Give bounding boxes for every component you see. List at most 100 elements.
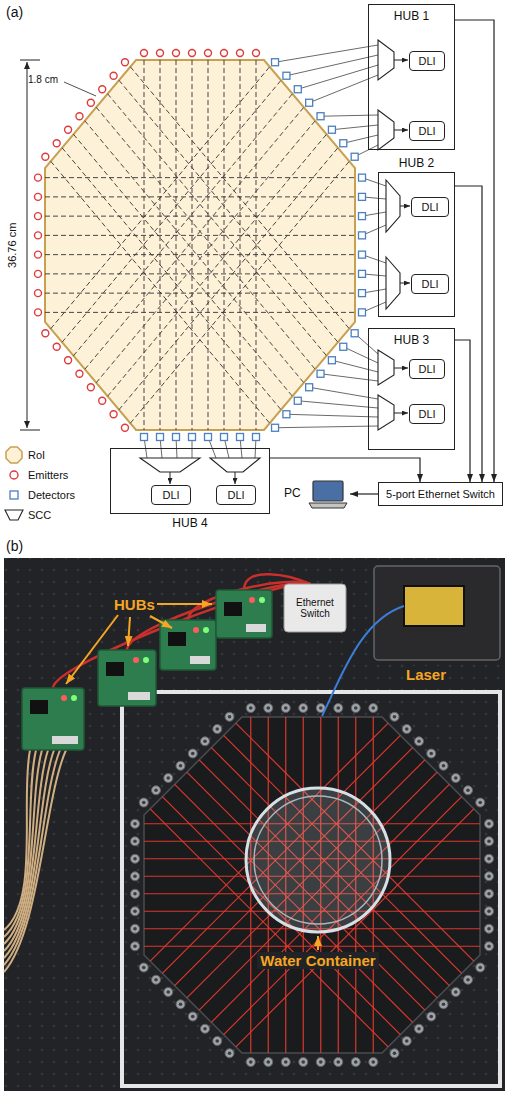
bnc-connector bbox=[264, 1058, 273, 1067]
beam-path bbox=[208, 60, 209, 430]
dli-box: DLI bbox=[409, 51, 445, 71]
data-link bbox=[455, 340, 470, 482]
data-link bbox=[350, 493, 378, 494]
photo-background bbox=[4, 558, 505, 1091]
callout-arrow bbox=[66, 615, 118, 684]
bnc-connector bbox=[246, 1058, 255, 1067]
region-of-interest bbox=[45, 60, 355, 430]
box-label: DLI bbox=[227, 489, 244, 502]
board-chip bbox=[168, 632, 186, 646]
emitter-symbol bbox=[35, 232, 42, 239]
board-chip bbox=[106, 662, 124, 676]
octagon-mount bbox=[144, 717, 480, 1053]
emitter-symbol bbox=[53, 140, 60, 147]
detector-symbol bbox=[359, 193, 366, 200]
bnc-connector bbox=[281, 704, 290, 713]
emitter-symbol bbox=[110, 72, 117, 79]
bnc-connector bbox=[188, 1012, 197, 1021]
laser-device bbox=[374, 566, 500, 660]
scc-symbol bbox=[378, 110, 394, 150]
bnc-connector bbox=[485, 872, 494, 881]
bnc-connector-core bbox=[429, 1015, 433, 1019]
detector-symbol bbox=[340, 140, 347, 147]
dli-box: DLI bbox=[409, 121, 445, 141]
laptop-icon bbox=[308, 479, 348, 509]
beam-path bbox=[144, 60, 145, 430]
bnc-connector-core bbox=[454, 990, 458, 994]
detector-symbol bbox=[283, 72, 290, 79]
board-led bbox=[133, 657, 139, 663]
bnc-connector-core bbox=[203, 739, 207, 743]
bnc-connector bbox=[131, 854, 140, 863]
detector-symbol bbox=[359, 232, 366, 239]
beam-path bbox=[62, 80, 281, 342]
beam-path bbox=[45, 216, 355, 217]
ethernet-switch-device bbox=[284, 584, 346, 632]
bnc-connector-core bbox=[466, 978, 470, 982]
bnc-connector-core bbox=[354, 1060, 358, 1064]
detector-symbol bbox=[205, 434, 212, 441]
detector-symbol bbox=[340, 343, 347, 350]
scc-symbol bbox=[378, 40, 394, 80]
detector-wire bbox=[332, 360, 378, 372]
bnc-connector-core bbox=[371, 1060, 375, 1064]
board-led bbox=[71, 695, 77, 701]
callout-arrow bbox=[317, 936, 319, 950]
bnc-connector bbox=[164, 987, 173, 996]
emitter-symbol bbox=[35, 270, 42, 277]
detector-wire bbox=[343, 135, 378, 143]
box-label: DLI bbox=[418, 125, 435, 138]
bnc-connector bbox=[316, 1058, 325, 1067]
emitter-symbol bbox=[237, 50, 244, 57]
bnc-connector-core bbox=[228, 715, 232, 719]
bnc-connector-core bbox=[284, 706, 288, 710]
dli-box: DLI bbox=[216, 485, 256, 505]
hub-board bbox=[22, 688, 84, 750]
hub-box: HUB 1DLIDLI bbox=[368, 4, 455, 150]
detector-symbol bbox=[141, 434, 148, 441]
detector-symbol bbox=[351, 153, 358, 160]
emitter-symbol bbox=[35, 213, 42, 220]
bnc-connector bbox=[414, 1024, 423, 1033]
emitter-symbol bbox=[35, 290, 42, 297]
dimension-label: 1.8 cm bbox=[28, 74, 58, 86]
detector-wire bbox=[321, 374, 378, 381]
detector-wire bbox=[286, 55, 378, 76]
bnc-connector-core bbox=[487, 892, 491, 896]
box-label: DLI bbox=[421, 201, 438, 214]
bnc-connector bbox=[476, 963, 485, 972]
detector-symbol bbox=[294, 86, 301, 93]
bnc-connector-core bbox=[215, 1039, 219, 1043]
scc-output bbox=[394, 413, 408, 414]
board-header bbox=[52, 736, 78, 744]
emitter-symbol bbox=[35, 193, 42, 200]
beam-path bbox=[96, 107, 315, 369]
bnc-connector bbox=[213, 725, 222, 734]
emitter-symbol bbox=[173, 50, 180, 57]
laser-module bbox=[404, 586, 464, 626]
dli-box: DLI bbox=[409, 359, 445, 379]
emitter-symbol bbox=[87, 99, 94, 106]
bnc-connector bbox=[369, 1058, 378, 1067]
bnc-connector bbox=[164, 774, 173, 783]
bnc-connector-core bbox=[393, 715, 397, 719]
scc-symbol bbox=[378, 395, 394, 430]
bnc-connector-core bbox=[442, 764, 446, 768]
board-led bbox=[249, 597, 255, 603]
box-label: 5-port Ethernet Switch bbox=[386, 488, 495, 501]
panel-label: (b) bbox=[6, 538, 23, 554]
beam-path bbox=[119, 80, 338, 342]
bnc-connector bbox=[131, 837, 140, 846]
bnc-connector-core bbox=[354, 706, 358, 710]
scc-symbol bbox=[386, 257, 400, 309]
bnc-connector-core bbox=[487, 839, 491, 843]
data-link bbox=[270, 458, 420, 482]
detector-symbol bbox=[359, 290, 366, 297]
beam-path bbox=[45, 254, 355, 255]
beam-path bbox=[51, 67, 270, 329]
box-label: DLI bbox=[418, 363, 435, 376]
board-header bbox=[128, 692, 150, 700]
bnc-connector-core bbox=[266, 706, 270, 710]
detector-symbol bbox=[351, 330, 358, 337]
